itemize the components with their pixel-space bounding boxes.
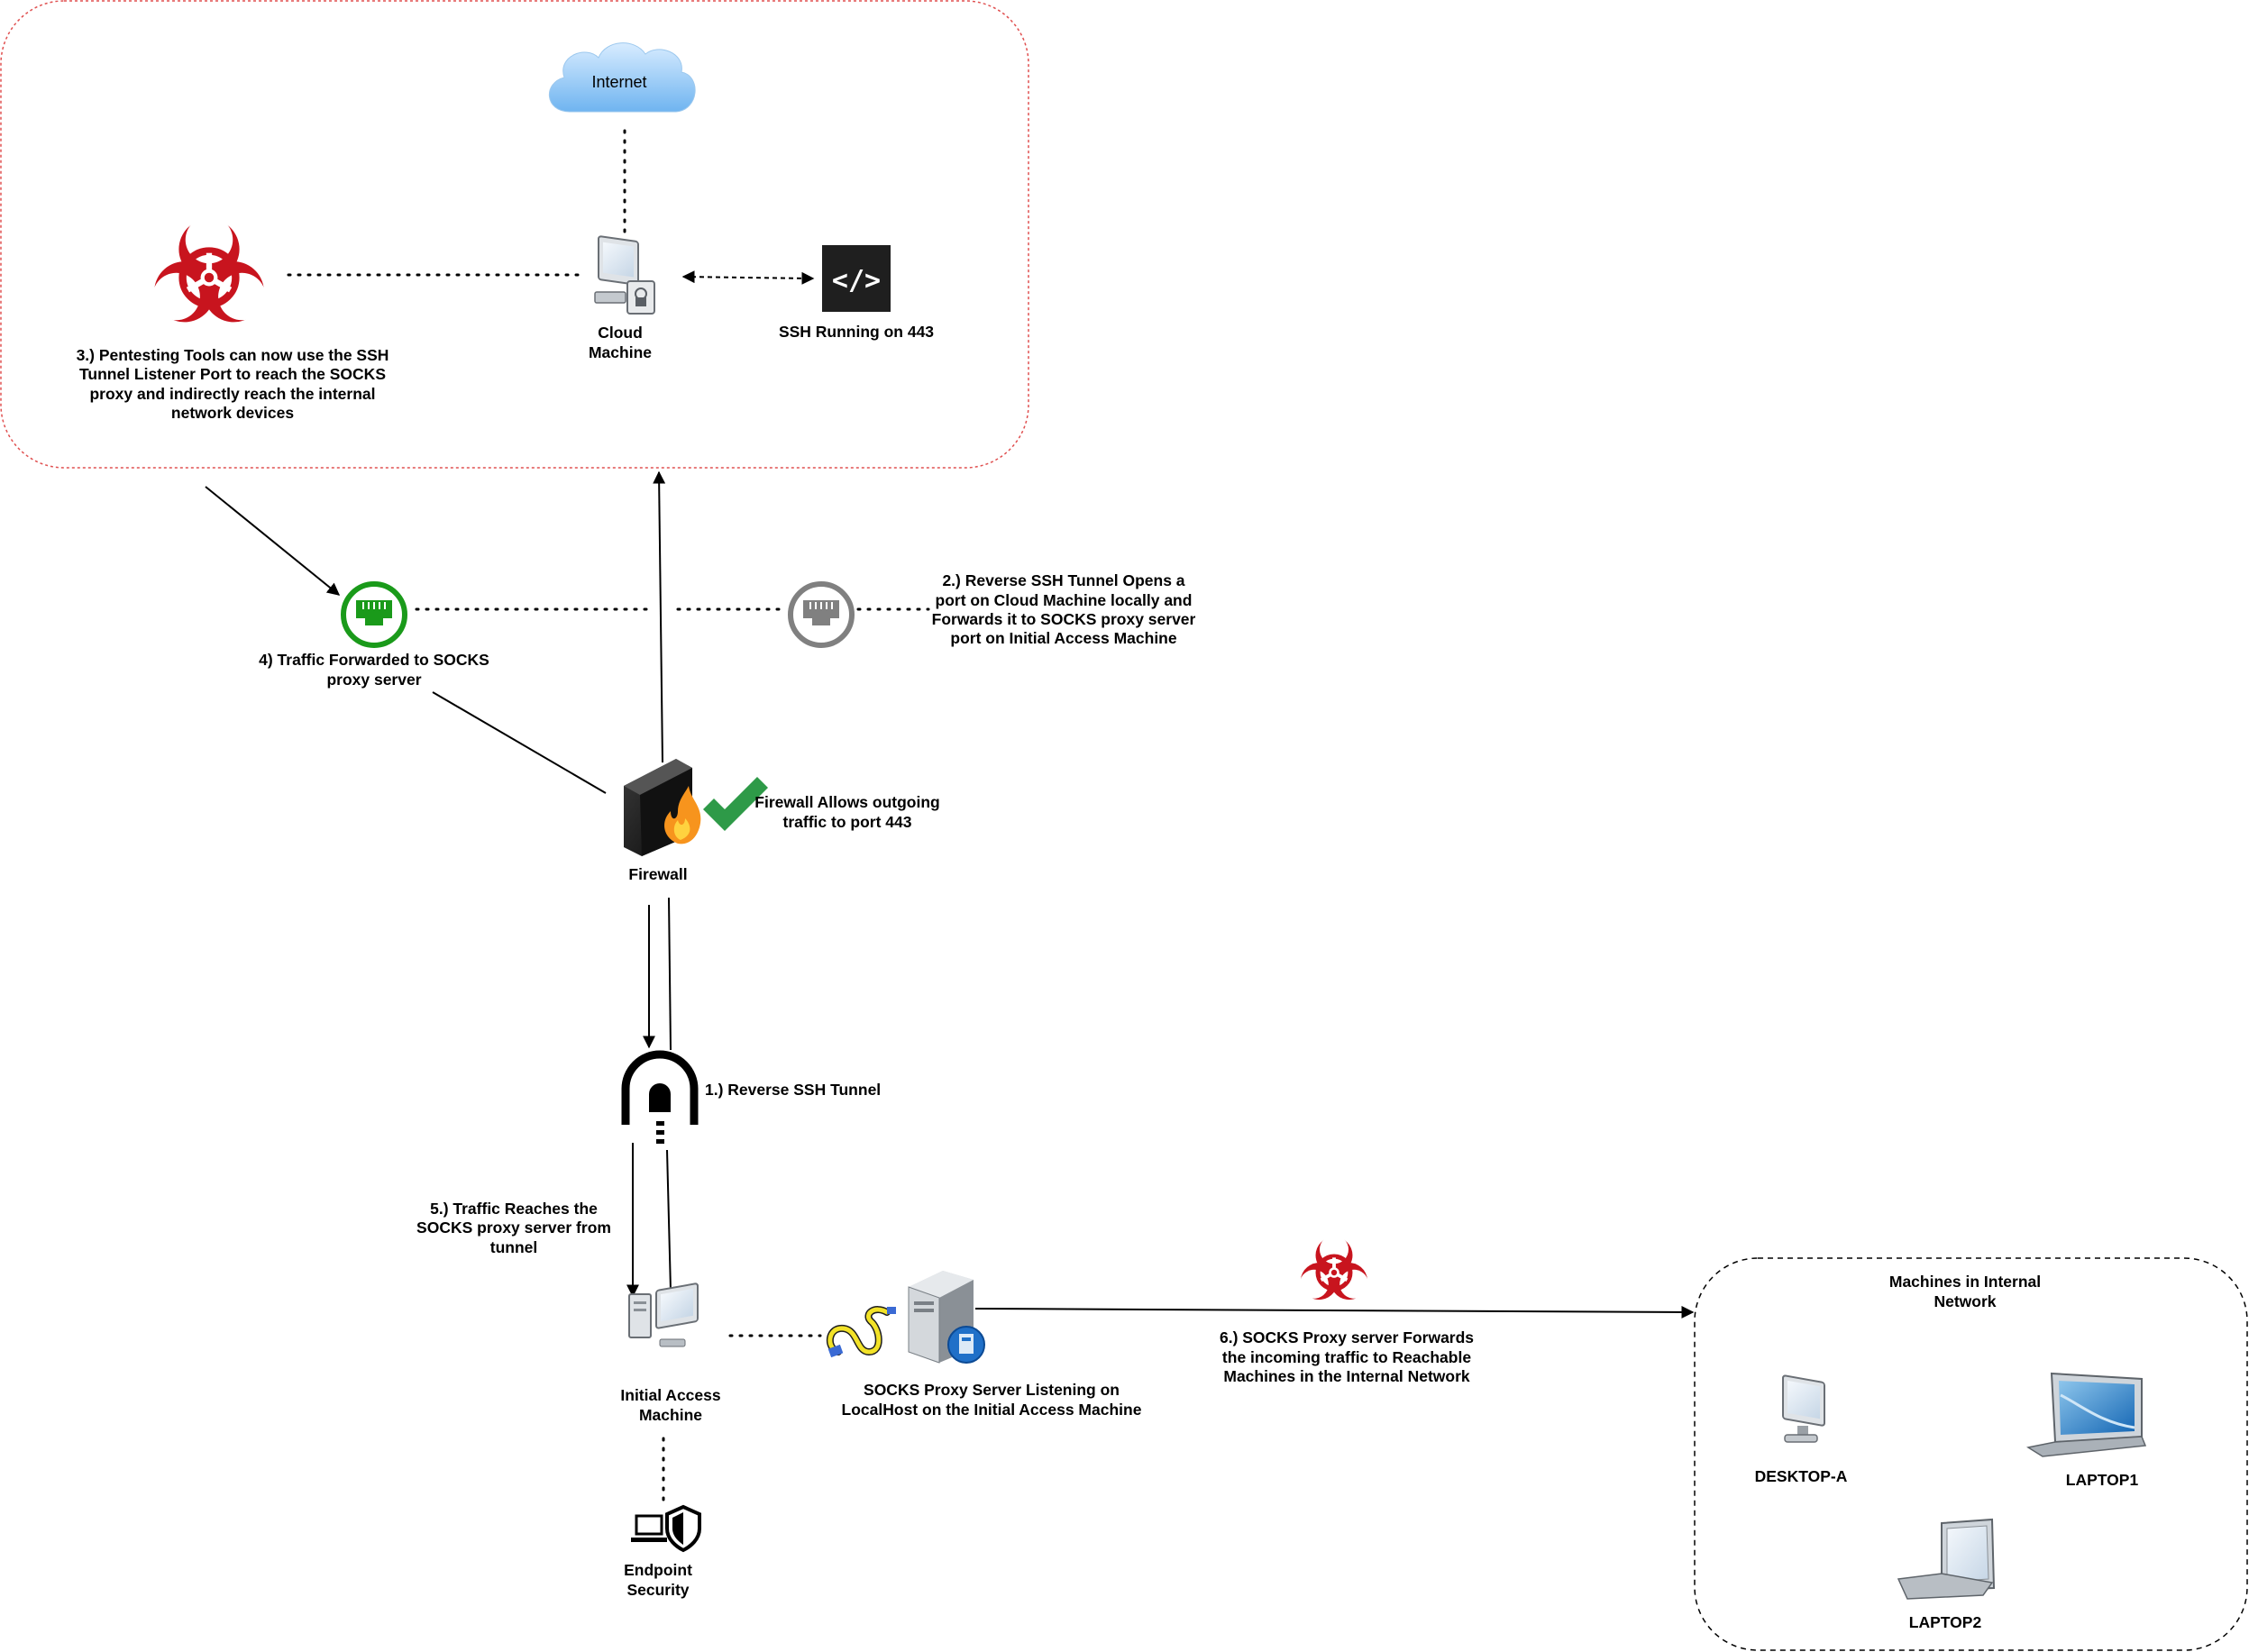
- cloud-zone: [0, 0, 1029, 469]
- ssh-link: [681, 270, 815, 285]
- ethernet-port-active-icon[interactable]: [343, 584, 405, 645]
- step6-line-3: Machines in the Internal Network: [1223, 1367, 1470, 1385]
- tunnel-return-line: [668, 897, 672, 1051]
- laptop-shield-icon[interactable]: [631, 1504, 701, 1553]
- biohazard-small-icon: [1293, 1235, 1376, 1307]
- laptop-icon[interactable]: [1897, 1518, 1996, 1600]
- firewall-to-cloud-arrow: [653, 470, 666, 763]
- step6-line-1: 6.) SOCKS Proxy server Forwards: [1220, 1328, 1474, 1346]
- firewall-note-line-2: traffic to port 443: [783, 813, 912, 831]
- firewall-label: Firewall: [628, 865, 687, 883]
- internal-network-title-1: Machines in Internal: [1889, 1273, 2041, 1291]
- internet-label: Internet: [591, 73, 646, 91]
- internal-network-title-2: Network: [1934, 1292, 1996, 1310]
- step3-line-2: Tunnel Listener Port to reach the SOCKS: [79, 365, 386, 383]
- tunnel-icon[interactable]: [621, 1050, 699, 1144]
- socks-proxy-label-2: LocalHost on the Initial Access Machine: [842, 1401, 1142, 1419]
- socks-proxy-label-1: SOCKS Proxy Server Listening on: [864, 1381, 1120, 1399]
- step5-line-3: tunnel: [490, 1238, 538, 1256]
- step2-line-4: port on Initial Access Machine: [950, 629, 1176, 647]
- endpoint-security-label-2: Security: [626, 1581, 689, 1599]
- server-icon[interactable]: [908, 1271, 985, 1364]
- ssh-running-label: SSH Running on 443: [779, 323, 934, 341]
- firewall-step4-link: [432, 691, 607, 794]
- ethernet-port-idle-icon[interactable]: [791, 584, 852, 645]
- step3-line-3: proxy and indirectly reach the internal: [89, 385, 375, 403]
- internal-network-zone: [1694, 1257, 2248, 1651]
- cloud-machine-computer-icon[interactable]: [594, 235, 655, 315]
- traffic-arrow-step4: [205, 486, 341, 596]
- firewall-note-line-1: Firewall Allows outgoing: [754, 793, 939, 811]
- biohazard-icon: [141, 216, 278, 334]
- initial-access-label-2: Machine: [639, 1406, 702, 1424]
- code-glyph: </>: [832, 265, 881, 297]
- step5-line-1: 5.) Traffic Reaches the: [430, 1200, 598, 1218]
- laptop-icon[interactable]: [2026, 1372, 2147, 1457]
- desktop-icon[interactable]: [1782, 1374, 1825, 1443]
- step2-line-2: port on Cloud Machine locally and: [936, 591, 1193, 609]
- checkmark-icon: [703, 777, 768, 831]
- initial-return-line: [666, 1149, 672, 1291]
- laptop2-label: LAPTOP2: [1909, 1613, 1982, 1631]
- step4-line-2: proxy server: [326, 671, 421, 689]
- endpoint-security-label-1: Endpoint: [624, 1561, 692, 1579]
- step2-line-3: Forwards it to SOCKS proxy server: [932, 610, 1196, 628]
- initial-access-computer-icon[interactable]: [628, 1282, 699, 1347]
- socks-to-internal-arrow: [974, 1305, 1695, 1319]
- serial-cable-icon: [827, 1306, 896, 1358]
- step4-line-1: 4) Traffic Forwarded to SOCKS: [259, 651, 489, 669]
- initial-access-label-1: Initial Access: [620, 1386, 720, 1404]
- step3-line-1: 3.) Pentesting Tools can now use the SSH: [77, 346, 389, 364]
- step1-label: 1.) Reverse SSH Tunnel: [705, 1081, 881, 1099]
- step2-line-1: 2.) Reverse SSH Tunnel Opens a: [942, 571, 1184, 589]
- laptop1-label: LAPTOP1: [2066, 1471, 2139, 1489]
- cloud-machine-label-2: Machine: [589, 343, 652, 361]
- step6-line-2: the incoming traffic to Reachable: [1222, 1348, 1471, 1366]
- cloud-machine-label-1: Cloud: [598, 324, 643, 342]
- step5-line-2: SOCKS proxy server from: [416, 1218, 611, 1237]
- step3-line-4: network devices: [171, 404, 294, 422]
- firewall-icon[interactable]: [624, 759, 701, 856]
- desktop-a-label: DESKTOP-A: [1755, 1467, 1848, 1485]
- code-terminal-icon[interactable]: </>: [822, 245, 891, 312]
- cloud-icon: [549, 42, 696, 113]
